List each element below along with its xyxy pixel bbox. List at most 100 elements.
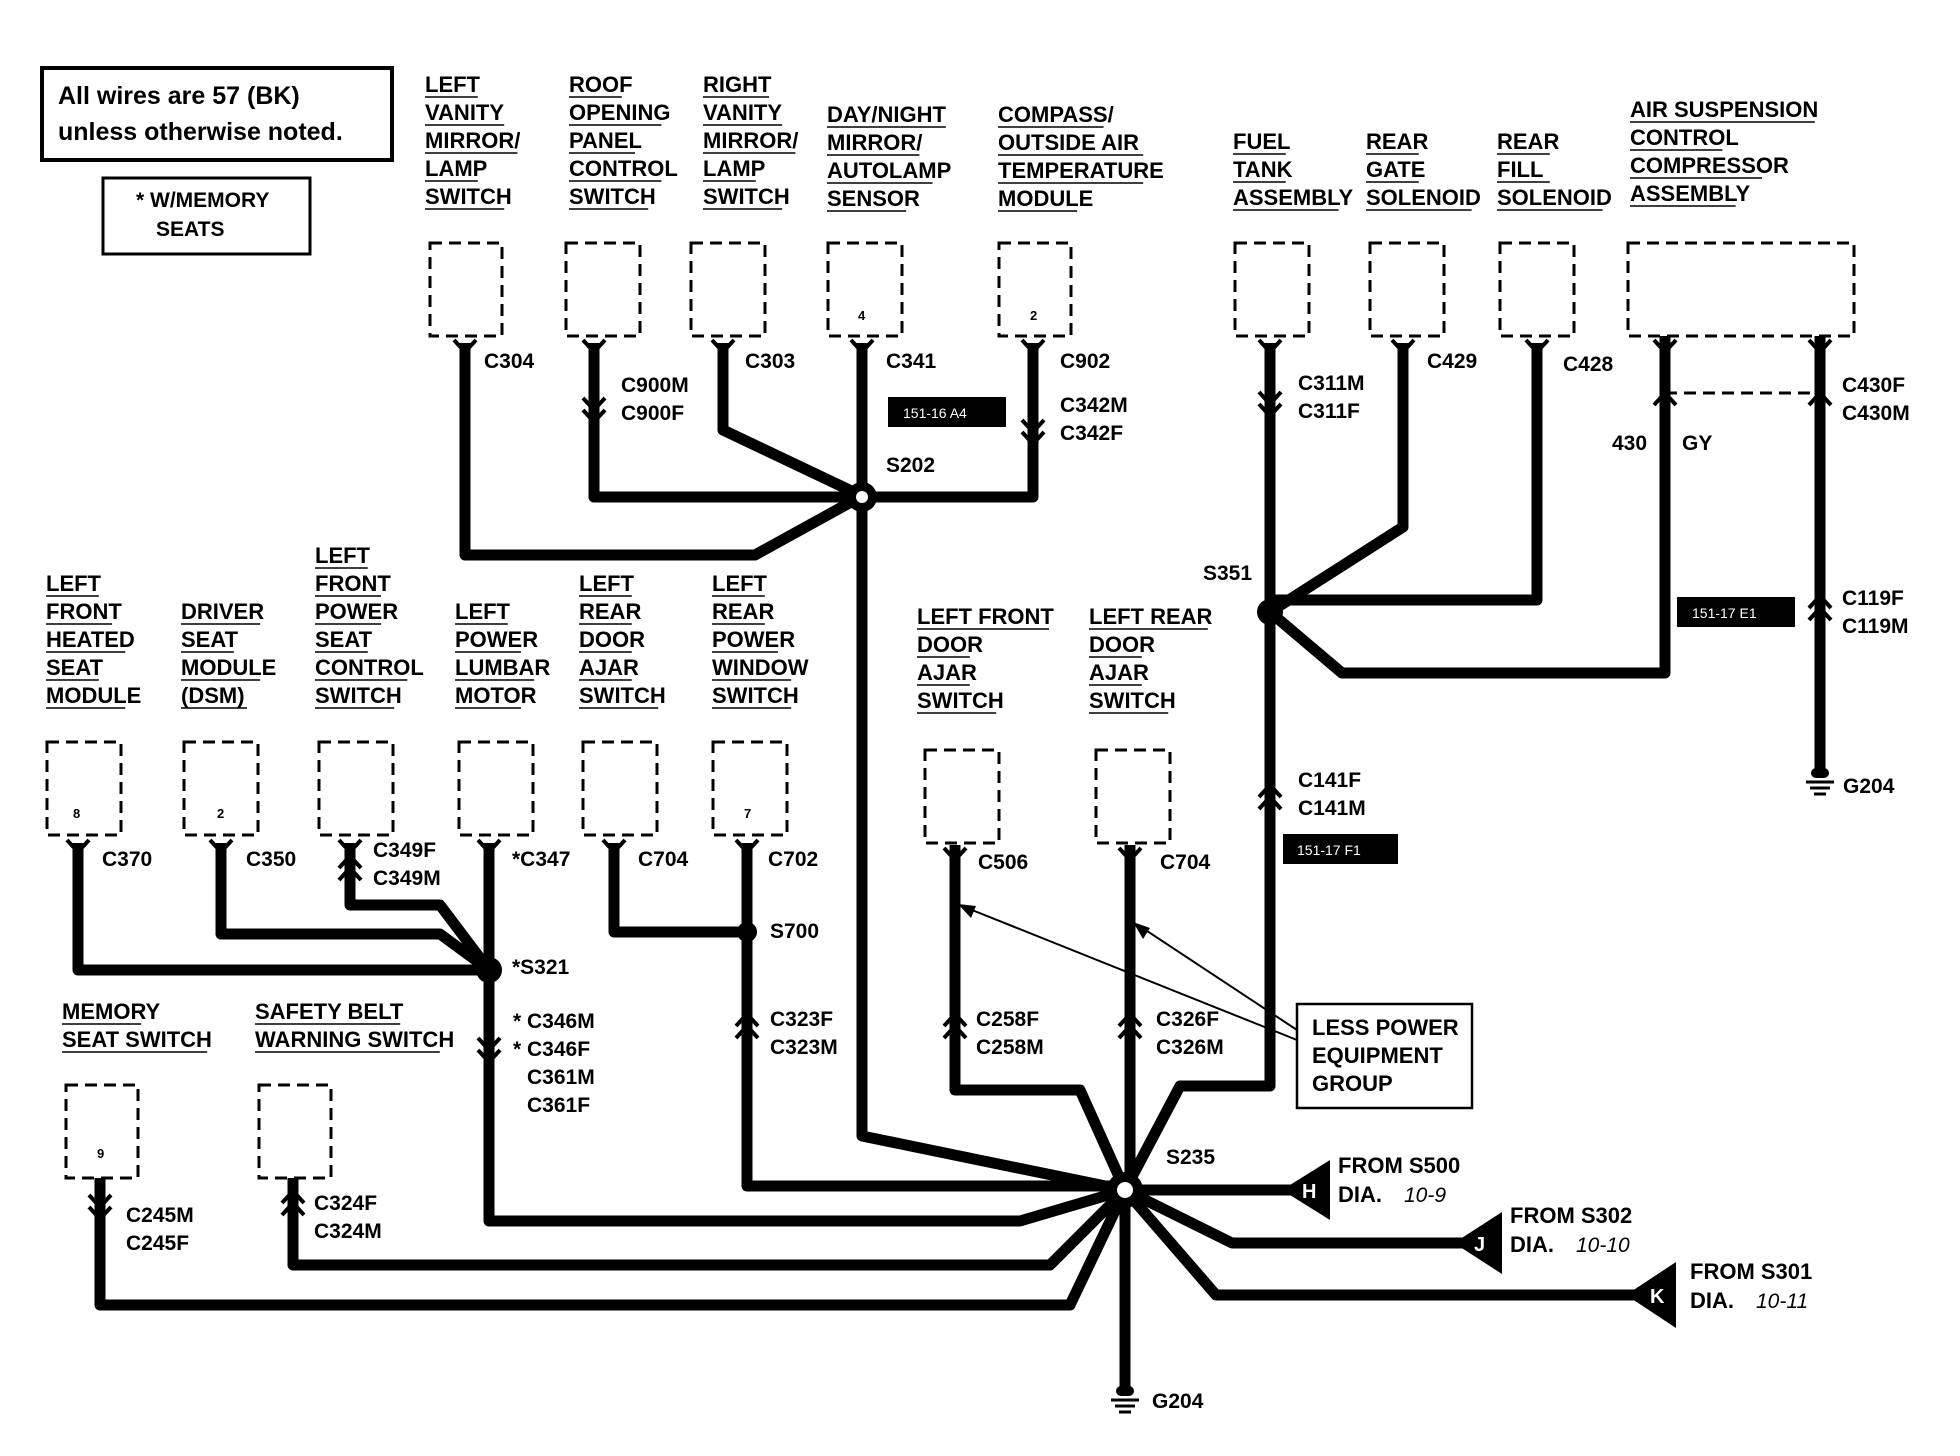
fuel-tank-label-line: ASSEMBLY bbox=[1233, 185, 1354, 210]
lf-power-seat-label-line: LEFT bbox=[315, 543, 371, 568]
dia-label-k: DIA. bbox=[1690, 1288, 1734, 1313]
label-c704-right: C704 bbox=[1160, 851, 1211, 874]
source-letter-h: H bbox=[1302, 1181, 1316, 1203]
day-night-label-line: SENSOR bbox=[827, 186, 920, 211]
splice-s700 bbox=[737, 922, 757, 942]
ground-icon bbox=[1806, 768, 1834, 796]
left-vanity-label-line: LEFT bbox=[425, 72, 481, 97]
from-source-j: J FROM S302 DIA. 10-10 bbox=[1454, 1203, 1632, 1274]
label-c349m: C349M bbox=[373, 867, 441, 890]
roof-panel-box bbox=[564, 241, 642, 338]
label-g204-right: G204 bbox=[1843, 775, 1895, 798]
label-c342m: C342M bbox=[1060, 394, 1128, 417]
label-c429: C429 bbox=[1427, 350, 1477, 373]
label-c902: C902 bbox=[1060, 350, 1110, 373]
rear-gate-label-line: REAR bbox=[1366, 129, 1428, 154]
pin-lf-heated: 8 bbox=[73, 806, 80, 821]
lr-door-ajar-switch-box bbox=[1094, 748, 1172, 845]
lr-door-ajar-sw-label-line: SWITCH bbox=[1089, 688, 1176, 713]
left-vanity-box bbox=[428, 241, 504, 338]
lf-power-seat-label-line: POWER bbox=[315, 599, 398, 624]
dia-label-j: DIA. bbox=[1510, 1232, 1554, 1257]
right-vanity-label-line: SWITCH bbox=[703, 184, 790, 209]
label-c326m: C326M bbox=[1156, 1036, 1224, 1059]
roof-panel-label-line: ROOF bbox=[569, 72, 633, 97]
ref-e1-text: 151-17 E1 bbox=[1692, 605, 1757, 621]
wire-note-line2: unless otherwise noted. bbox=[58, 118, 343, 146]
driver-seat-label-line: (DSM) bbox=[181, 683, 245, 708]
asterisk-c346m: * bbox=[513, 1010, 522, 1033]
lf-heated-label-line: MODULE bbox=[46, 683, 141, 708]
connector-symbols bbox=[65, 338, 1833, 1222]
wire-note-box: All wires are 57 (BK) unless otherwise n… bbox=[40, 66, 394, 162]
ref-tag-a4: 151-16 A4 bbox=[888, 397, 1006, 427]
label-c304: C304 bbox=[484, 350, 535, 373]
lr-window-label-line: LEFT bbox=[712, 571, 768, 596]
left-lumbar-label-line: POWER bbox=[455, 627, 538, 652]
lf-heated-label-line: LEFT bbox=[46, 571, 102, 596]
label-c900f: C900F bbox=[621, 402, 684, 425]
lf-heated-box bbox=[45, 740, 123, 837]
left-lumbar-label-line: MOTOR bbox=[455, 683, 537, 708]
rear-gate-box bbox=[1368, 241, 1446, 338]
roof-panel-label-line: CONTROL bbox=[569, 156, 678, 181]
from-s500-label: FROM S500 bbox=[1338, 1153, 1460, 1178]
ground-icon bbox=[1111, 1386, 1139, 1414]
label-s235: S235 bbox=[1166, 1146, 1215, 1169]
label-c258f: C258F bbox=[976, 1008, 1039, 1031]
safety-belt-label-line: WARNING SWITCH bbox=[255, 1027, 454, 1052]
lr-door-ajar-label-line: AJAR bbox=[579, 655, 639, 680]
compass-label-line: TEMPERATURE bbox=[998, 158, 1164, 183]
label-c119m: C119M bbox=[1842, 615, 1909, 638]
lr-door-ajar-sw-label-line: AJAR bbox=[1089, 660, 1149, 685]
dia-page-k: 10-11 bbox=[1756, 1290, 1808, 1313]
lf-heated-label-line: FRONT bbox=[46, 599, 122, 624]
pin-day-night: 4 bbox=[858, 308, 866, 323]
fuel-tank-box bbox=[1233, 241, 1311, 338]
pin-lr-window: 7 bbox=[744, 806, 751, 821]
label-c346f: C346F bbox=[527, 1038, 590, 1061]
pin-memory-seat: 9 bbox=[97, 1146, 104, 1161]
air-susp-label-line: ASSEMBLY bbox=[1630, 181, 1751, 206]
label-s351: S351 bbox=[1203, 562, 1252, 585]
driver-seat-label-line: SEAT bbox=[181, 627, 239, 652]
label-s700: S700 bbox=[770, 920, 819, 943]
lf-door-ajar-sw-label-line: AJAR bbox=[917, 660, 977, 685]
splice-s351 bbox=[1257, 599, 1283, 625]
memory-note-line1: * W/MEMORY bbox=[136, 189, 269, 212]
rear-fill-box bbox=[1498, 241, 1576, 338]
label-c245f: C245F bbox=[126, 1232, 189, 1255]
label-c119f: C119F bbox=[1842, 587, 1904, 610]
label-g204-bottom: G204 bbox=[1152, 1390, 1204, 1413]
label-c245m: C245M bbox=[126, 1204, 194, 1227]
left-vanity-label-line: MIRROR/ bbox=[425, 128, 520, 153]
compass-label-line: COMPASS/ bbox=[998, 102, 1114, 127]
right-vanity-label-line: RIGHT bbox=[703, 72, 772, 97]
lr-door-ajar-label-line: LEFT bbox=[579, 571, 635, 596]
right-vanity-label-line: VANITY bbox=[703, 100, 782, 125]
from-source-k: K FROM S301 DIA. 10-11 bbox=[1626, 1259, 1812, 1328]
lr-window-label-line: SWITCH bbox=[712, 683, 799, 708]
label-c258m: C258M bbox=[976, 1036, 1044, 1059]
source-letter-j: J bbox=[1474, 1234, 1485, 1256]
label-s321: *S321 bbox=[512, 956, 570, 979]
source-letter-k: K bbox=[1650, 1286, 1665, 1308]
memory-seat-box bbox=[64, 1083, 140, 1180]
label-c323f: C323F bbox=[770, 1008, 833, 1031]
lf-power-seat-box bbox=[317, 740, 395, 837]
component-boxes bbox=[45, 241, 1856, 1180]
connector-labels: C304 C900M C900F C303 C341 C902 C342M C3… bbox=[102, 350, 1910, 1413]
label-c428: C428 bbox=[1563, 353, 1614, 376]
lr-door-ajar-label-line: SWITCH bbox=[579, 683, 666, 708]
label-c341: C341 bbox=[886, 350, 937, 373]
from-s302-label: FROM S302 bbox=[1510, 1203, 1632, 1228]
less-power-line1: LESS POWER bbox=[1312, 1015, 1459, 1040]
from-source-h: H FROM S500 DIA. 10-9 bbox=[1282, 1153, 1460, 1220]
pin-compass: 2 bbox=[1030, 308, 1037, 323]
safety-belt-box bbox=[257, 1083, 333, 1180]
fuel-tank-label-line: FUEL bbox=[1233, 129, 1290, 154]
label-c326f: C326F bbox=[1156, 1008, 1219, 1031]
rear-fill-label-line: REAR bbox=[1497, 129, 1559, 154]
driver-seat-box bbox=[182, 740, 260, 837]
label-c350: C350 bbox=[246, 848, 296, 871]
